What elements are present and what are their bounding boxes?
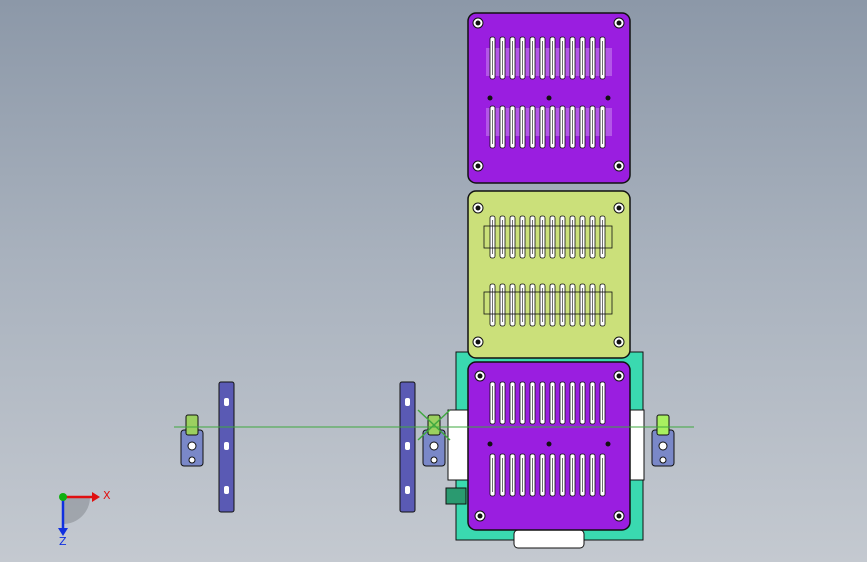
middle-green-plate[interactable] — [467, 190, 631, 359]
left-sensor-bracket[interactable] — [180, 414, 204, 467]
center-rail[interactable] — [399, 381, 416, 513]
left-rail[interactable] — [218, 381, 235, 513]
center-sensor-bracket[interactable] — [417, 409, 451, 467]
axis-triad-icon: X Z — [58, 489, 111, 548]
bottom-purple-plate[interactable] — [467, 361, 631, 531]
axis-x-label: X — [103, 489, 111, 502]
top-purple-plate[interactable] — [467, 12, 631, 184]
right-sensor-bracket[interactable] — [651, 414, 675, 467]
axis-z-label: Z — [59, 535, 67, 548]
